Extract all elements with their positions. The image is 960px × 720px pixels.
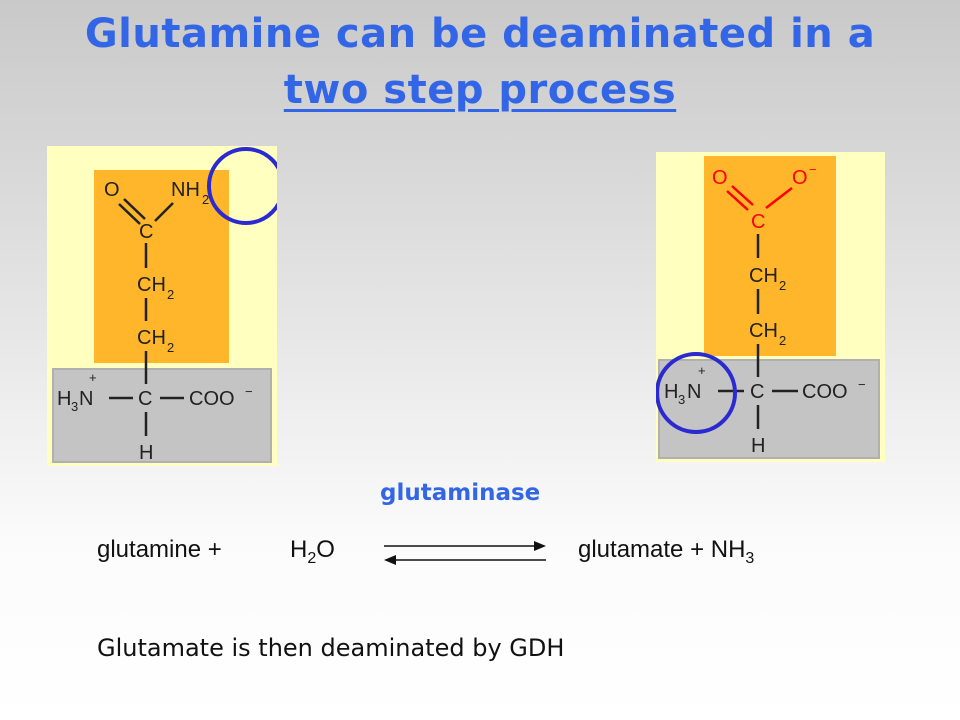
- atom-c-alpha: C: [138, 388, 152, 410]
- atom-plus: +: [698, 363, 706, 378]
- atom-ch2-2-subscript: 2: [779, 333, 786, 348]
- reversible-reaction-arrows: [384, 541, 546, 565]
- atom-h3n-subscript: 3: [678, 392, 685, 407]
- atom-coo-charge: −: [858, 377, 866, 392]
- bond-c-o: [765, 187, 793, 209]
- atom-h: H: [751, 435, 765, 457]
- amide-highlight-circle: [207, 147, 277, 225]
- atom-ch2-2: CH: [137, 327, 166, 349]
- atom-o-charge: −: [809, 162, 817, 177]
- glutamate-skeleton: O O − C CH 2 CH 2 H 3 N + C COO − H: [656, 162, 866, 457]
- product-glutamate-ammonia: glutamate + NH3: [578, 536, 754, 568]
- glutamine-structure: O NH 2 C CH 2 CH 2 H 3 N + C COO − H: [47, 146, 277, 466]
- atom-ch2-1: CH: [749, 265, 778, 287]
- side-chain-box: [94, 170, 229, 363]
- reactant-glutamine: glutamine +: [97, 536, 222, 563]
- atom-nh-subscript: 2: [202, 192, 209, 207]
- side-chain-box: [704, 156, 836, 356]
- bond-c-n: [154, 202, 174, 222]
- atom-c-carboxyl: C: [751, 211, 765, 233]
- atom-ch2-2: CH: [749, 320, 778, 342]
- atom-plus: +: [89, 370, 97, 385]
- double-bond-2: [123, 198, 146, 220]
- forward-arrow-head: [534, 541, 546, 551]
- reverse-arrow-head: [384, 555, 396, 565]
- double-bond-1: [726, 190, 749, 211]
- product-text: glutamate + NH: [578, 536, 746, 563]
- atom-coo-charge: −: [245, 384, 253, 399]
- amine-highlight-circle: [656, 352, 737, 434]
- atom-c-alpha: C: [750, 381, 764, 403]
- atom-ch2-1-subscript: 2: [167, 287, 174, 302]
- ammonia-subscript: 3: [745, 549, 755, 567]
- water-subscript: 2: [307, 549, 317, 567]
- atom-h3n-subscript: 3: [71, 399, 78, 414]
- footer-note: Glutamate is then deaminated by GDH: [97, 634, 565, 662]
- double-bond-1: [118, 203, 141, 225]
- water-h: H: [290, 536, 308, 563]
- atom-nh: NH: [171, 179, 200, 201]
- atom-h3n: H: [57, 388, 71, 410]
- atom-coo: COO: [189, 388, 235, 410]
- backbone-box: [658, 359, 880, 459]
- reactant-water: H2O: [290, 536, 335, 568]
- slide-title-line2: two step process: [0, 64, 960, 116]
- atom-ch2-1: CH: [137, 274, 166, 296]
- slide-title-underlined: two step process: [283, 67, 677, 113]
- atom-o: O: [104, 179, 120, 201]
- atom-ch2-2-subscript: 2: [167, 340, 174, 355]
- double-bond-2: [731, 185, 754, 206]
- slide-title-line1: Glutamine can be deaminated in a: [84, 11, 876, 57]
- atom-h3n: H: [664, 381, 678, 403]
- atom-n: N: [687, 381, 701, 403]
- water-o: O: [316, 536, 335, 563]
- enzyme-label: glutaminase: [380, 480, 541, 506]
- atom-c-amide: C: [139, 221, 153, 243]
- atom-coo: COO: [802, 381, 848, 403]
- atom-o-double: O: [712, 167, 728, 189]
- backbone-box: [52, 368, 272, 463]
- glutamine-skeleton: O NH 2 C CH 2 CH 2 H 3 N + C COO − H: [57, 147, 277, 464]
- glutamate-structure: O O − C CH 2 CH 2 H 3 N + C COO − H: [656, 152, 885, 462]
- atom-o-minus: O: [792, 167, 808, 189]
- atom-ch2-1-subscript: 2: [779, 278, 786, 293]
- atom-h: H: [139, 442, 153, 464]
- atom-n: N: [79, 388, 93, 410]
